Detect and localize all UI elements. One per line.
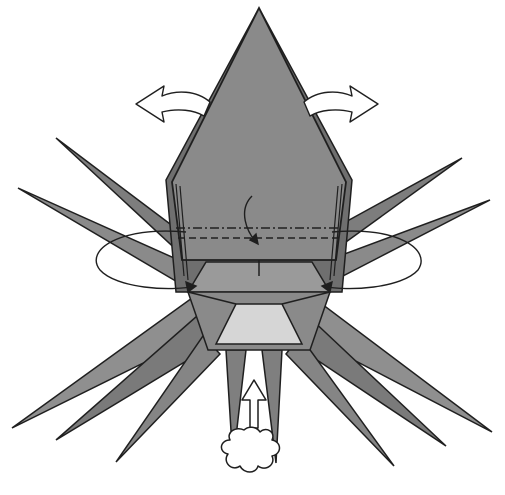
center-box xyxy=(188,262,330,350)
blow-cloud xyxy=(221,427,279,472)
inflate-arrow xyxy=(242,380,266,428)
open-out-arrow-left xyxy=(136,86,210,122)
body-diamond xyxy=(172,8,346,260)
